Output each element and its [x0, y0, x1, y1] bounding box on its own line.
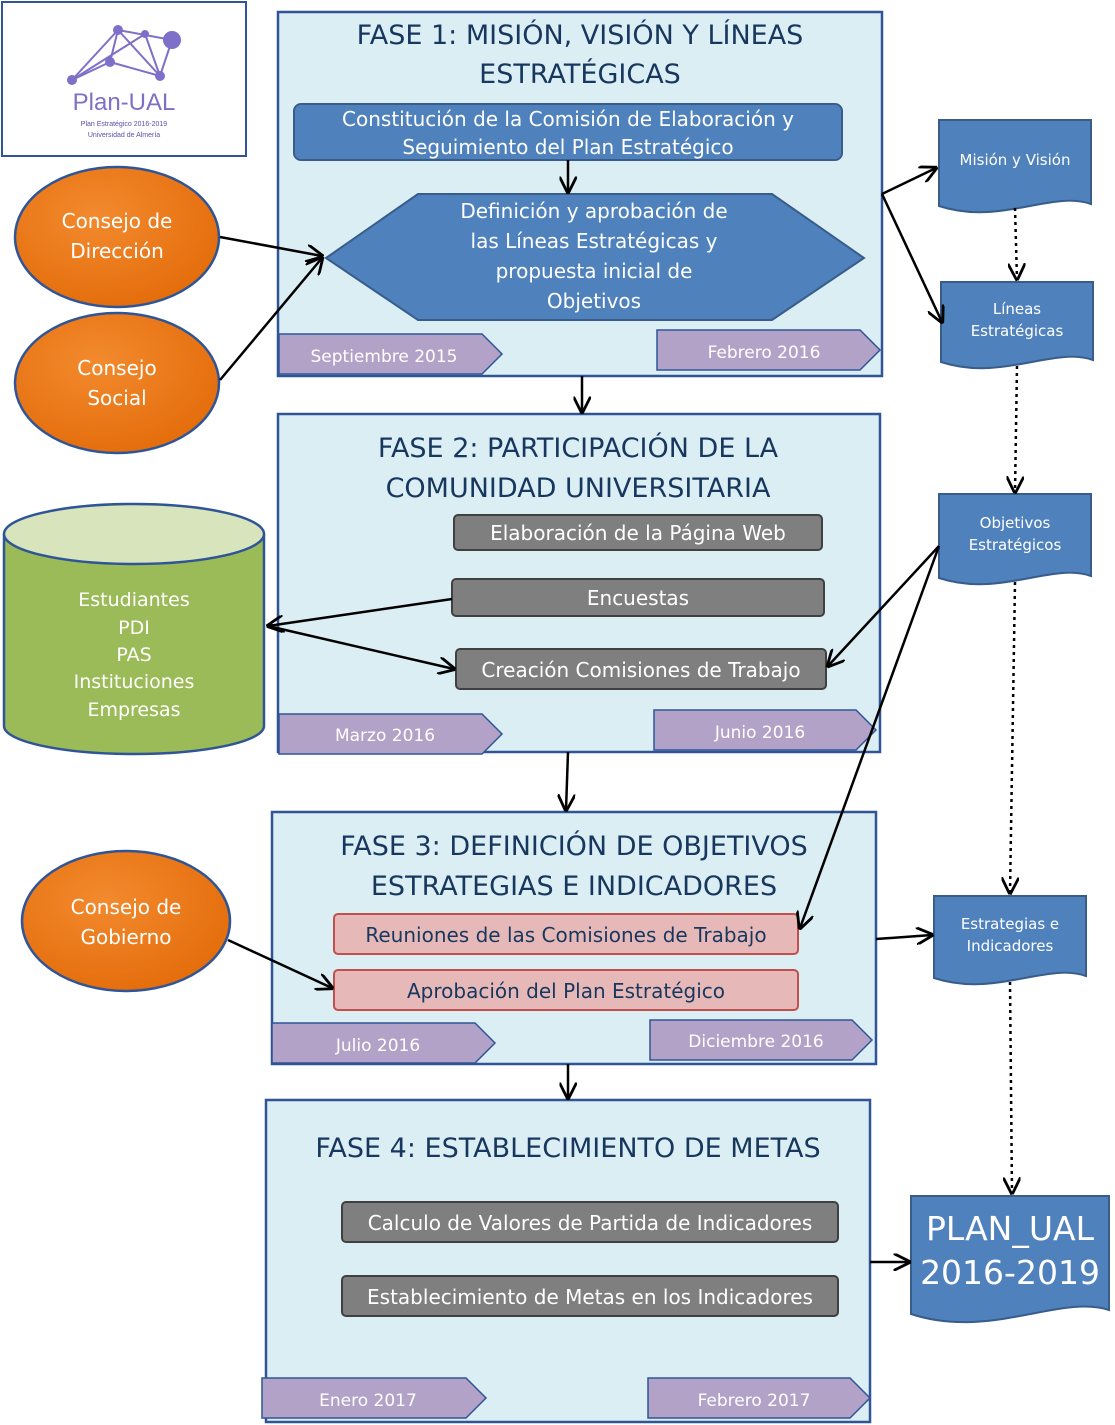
plan-ual-logo: Plan-UAL Plan Estratégico 2016-2019 Univ…: [1, 1, 247, 157]
svg-text:Consejo de: Consejo de: [71, 895, 182, 919]
svg-text:Consejo de: Consejo de: [62, 209, 173, 233]
phase-2-end-arrow: [653, 709, 878, 751]
work-commissions-text: Creación Comisiones de Trabajo: [481, 658, 800, 682]
svg-text:PLAN_UAL: PLAN_UAL: [926, 1209, 1095, 1248]
doc-estrategias: Estrategias e Indicadores: [933, 895, 1087, 986]
svg-text:Indicadores: Indicadores: [967, 937, 1054, 955]
arrow-objetivos-to-meetings: [800, 545, 941, 928]
targets-text: Establecimiento de Metas en los Indicado…: [367, 1285, 813, 1309]
phase-1-title-2: ESTRATÉGICAS: [479, 58, 681, 90]
phase-1-start-arrow: [278, 333, 504, 375]
svg-text:2016-2019: 2016-2019: [920, 1253, 1100, 1292]
svg-text:Gobierno: Gobierno: [80, 925, 171, 949]
phase-4-start-date: Enero 2017: [319, 1391, 417, 1411]
svg-text:Estudiantes: Estudiantes: [78, 589, 189, 611]
network-logo-icon: [67, 25, 181, 85]
plan-approval-text: Aprobación del Plan Estratégico: [407, 979, 725, 1003]
logo-title: Plan-UAL: [73, 89, 176, 116]
svg-text:Misión y Visión: Misión y Visión: [960, 151, 1071, 169]
phase-3-end-date: Diciembre 2016: [688, 1032, 823, 1052]
phase-2: FASE 2: PARTICIPACIÓN DE LA COMUNIDAD UN…: [276, 412, 882, 755]
hexagon-text-2: las Líneas Estratégicas y: [471, 229, 718, 253]
phase-2-start-date: Marzo 2016: [335, 726, 435, 746]
svg-text:Líneas: Líneas: [993, 300, 1041, 318]
commission-meetings-text: Reuniones de las Comisiones de Trabajo: [365, 923, 766, 947]
strategic-lines-hexagon: [324, 193, 866, 321]
commission-meetings-box: [333, 913, 799, 955]
phase-2-start-arrow: [278, 713, 504, 755]
doc-lineas: Líneas Estratégicas: [940, 281, 1094, 370]
web-page-text: Elaboración de la Página Web: [490, 521, 786, 545]
arrow-to-estrategias: [875, 935, 932, 939]
phase-4-title: FASE 4: ESTABLECIMIENTO DE METAS: [315, 1133, 820, 1164]
doc-plan-ual: PLAN_UAL 2016-2019: [910, 1195, 1110, 1324]
arrow-community-to-commissions: [267, 624, 454, 669]
surveys-box: [451, 578, 825, 617]
phase-4-end-arrow: [647, 1377, 872, 1419]
arrow-to-mision: [881, 168, 936, 196]
logo-university: Universidad de Almería: [88, 132, 160, 139]
consejo-social: Consejo Social: [13, 311, 221, 455]
hexagon-text-1: Definición y aprobación de: [460, 199, 727, 223]
surveys-text: Encuestas: [587, 586, 689, 610]
phase-3-title: FASE 3: DEFINICIÓN DE OBJETIVOS: [340, 830, 808, 862]
arrow-surveys-to-community: [268, 597, 453, 626]
dotted-lineas-to-objetivos: [1015, 365, 1017, 492]
commission-text-1: Constitución de la Comisión de Elaboraci…: [342, 107, 794, 131]
phase-1-start-date: Septiembre 2015: [311, 347, 458, 367]
arrow-social-to-hexagon: [219, 258, 322, 381]
connectors: [219, 160, 942, 1262]
arrow-gobierno-to-approval: [227, 938, 332, 988]
logo-subtitle: Plan Estratégico 2016-2019: [81, 121, 167, 128]
arrow-direccion-to-hexagon: [219, 235, 322, 256]
phase-2-title: FASE 2: PARTICIPACIÓN DE LA: [378, 432, 779, 464]
doc-objetivos: Objetivos Estratégicos: [938, 493, 1092, 586]
phase-3-start-arrow: [271, 1022, 497, 1064]
web-page-box: [453, 514, 823, 551]
phase-3-title-2: ESTRATEGIAS E INDICADORES: [371, 871, 777, 902]
initial-values-box: [341, 1201, 839, 1243]
svg-text:Dirección: Dirección: [70, 239, 164, 263]
arrow-to-lineas: [880, 193, 942, 322]
svg-text:Objetivos: Objetivos: [980, 514, 1051, 532]
consejo-gobierno: Consejo de Gobierno: [20, 849, 232, 993]
svg-text:Empresas: Empresas: [87, 699, 180, 721]
initial-values-text: Calculo de Valores de Partida de Indicad…: [368, 1211, 813, 1235]
dotted-objetivos-to-estrategias: [1010, 581, 1015, 893]
phase-1-end-date: Febrero 2016: [708, 343, 821, 363]
phase-4-end-date: Febrero 2017: [698, 1391, 811, 1411]
commission-text-2: Seguimiento del Plan Estratégico: [402, 135, 733, 159]
phase-1: FASE 1: MISIÓN, VISIÓN Y LÍNEAS ESTRATÉG…: [276, 10, 884, 378]
svg-text:Consejo: Consejo: [77, 356, 156, 380]
phase-3: FASE 3: DEFINICIÓN DE OBJETIVOS ESTRATEG…: [270, 810, 878, 1066]
arrow-phase2-to-phase3: [566, 751, 568, 810]
svg-text:Estratégicas: Estratégicas: [971, 322, 1064, 340]
phase-1-title: FASE 1: MISIÓN, VISIÓN Y LÍNEAS: [357, 19, 804, 51]
svg-text:PAS: PAS: [116, 644, 151, 666]
dotted-mision-to-lineas: [1015, 207, 1017, 279]
svg-text:Estratégicos: Estratégicos: [969, 536, 1062, 554]
svg-text:Social: Social: [87, 386, 146, 410]
community-database: Estudiantes PDI PAS Instituciones Empres…: [2, 502, 266, 756]
svg-text:PDI: PDI: [118, 617, 150, 639]
dotted-estrategias-to-plan: [1010, 981, 1012, 1193]
doc-mision-vision: Misión y Visión: [938, 119, 1092, 214]
svg-text:Estrategias e: Estrategias e: [961, 915, 1059, 933]
phase-4-start-arrow: [261, 1377, 488, 1419]
phase-1-end-arrow: [656, 329, 882, 371]
hexagon-text-4: Objetivos: [547, 289, 641, 313]
arrow-objetivos-to-commissions: [828, 545, 940, 666]
phase-4: FASE 4: ESTABLECIMIENTO DE METAS Calculo…: [261, 1098, 872, 1424]
phase-2-title-2: COMUNIDAD UNIVERSITARIA: [386, 473, 771, 504]
consejo-direccion: Consejo de Dirección: [13, 165, 221, 309]
phase-3-end-arrow: [649, 1019, 874, 1061]
phase-2-end-date: Junio 2016: [714, 723, 805, 743]
targets-box: [341, 1275, 839, 1317]
hexagon-text-3: propuesta inicial de: [496, 259, 693, 283]
svg-text:Instituciones: Instituciones: [74, 671, 195, 693]
dotted-connectors: [1010, 207, 1017, 1193]
phase-3-start-date: Julio 2016: [335, 1036, 420, 1056]
